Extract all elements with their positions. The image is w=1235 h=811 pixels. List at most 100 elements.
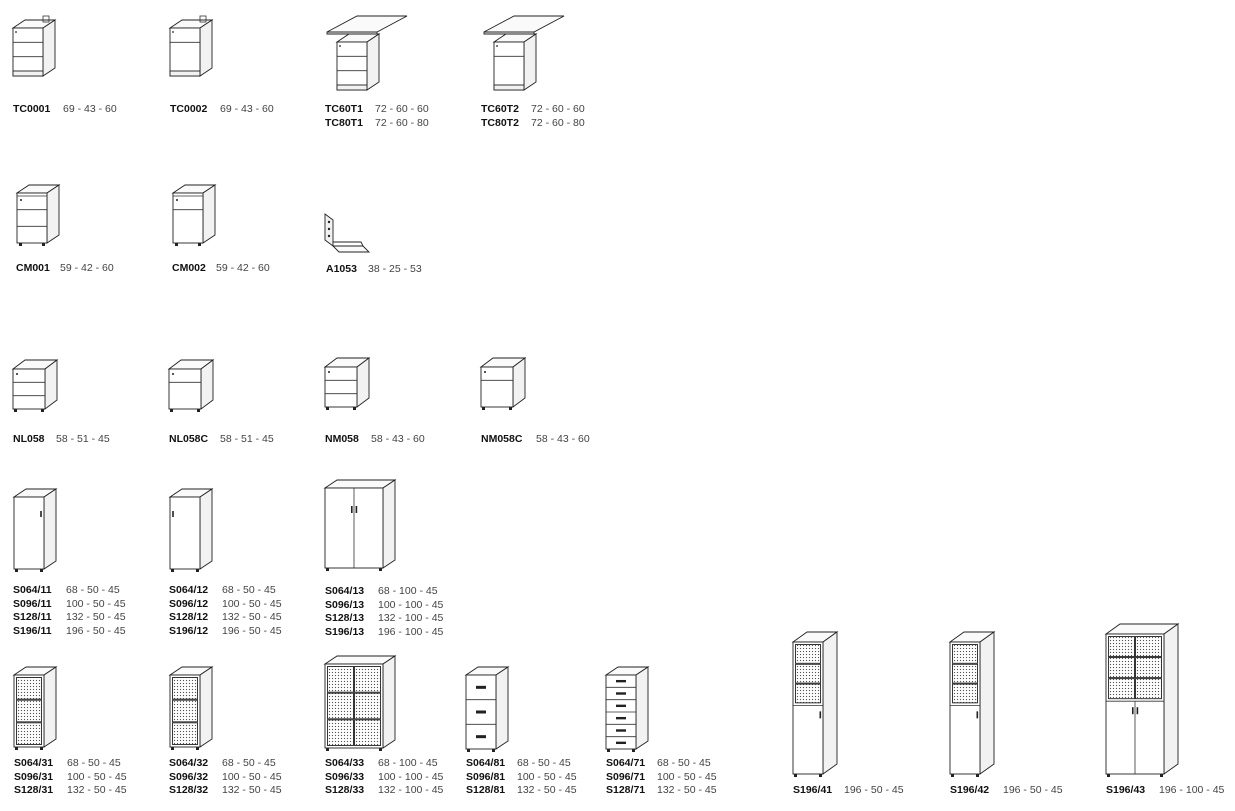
product-dimensions: 132 - 50 - 45: [517, 784, 577, 797]
product-illustration-s064-32: [168, 666, 240, 759]
drawing: [11, 359, 59, 412]
plinth: [12, 70, 44, 77]
foot: [326, 748, 329, 751]
glass-panel: [172, 722, 198, 745]
glass-panel: [172, 699, 198, 723]
product-dimensions: 100 - 100 - 45: [378, 770, 444, 783]
glass-panel: [795, 683, 821, 704]
product-dimensions: 59 - 42 - 60: [216, 262, 270, 274]
lock-dot: [328, 371, 330, 373]
drawer-handle: [616, 741, 626, 745]
glass-panel: [1108, 657, 1135, 679]
product-code: NL058C: [169, 433, 209, 445]
box-front: [13, 496, 45, 570]
foot: [196, 747, 199, 750]
product-illustration-nm058: [323, 357, 399, 426]
product-illustration-s064-31: [12, 666, 84, 759]
product-illustration-nl058: [11, 359, 87, 426]
product-illustration-nm058c: [479, 357, 555, 426]
box-front: [324, 366, 358, 408]
drawer-handle: [616, 716, 626, 720]
wheel: [42, 243, 45, 246]
box-side: [523, 33, 537, 91]
box-side: [495, 666, 509, 750]
product-dimensions: 58 - 43 - 60: [371, 433, 425, 445]
foot: [41, 409, 44, 412]
product-dimensions: 196 - 50 - 45: [1003, 784, 1063, 796]
product-code: NM058C: [481, 433, 523, 445]
glass-panel: [795, 663, 821, 684]
door-handle: [355, 506, 358, 513]
product-dimensions: 68 - 100 - 45: [378, 757, 438, 769]
box-front: [16, 192, 48, 244]
door-handle: [351, 506, 353, 513]
foot: [1160, 774, 1163, 777]
box-side: [43, 488, 57, 570]
drawing: [323, 479, 397, 571]
product-code: A1053: [326, 263, 357, 275]
box-side: [202, 184, 216, 244]
foot: [171, 569, 174, 572]
product-code: S128/13: [325, 612, 365, 625]
product-dimensions: 58 - 43 - 60: [536, 433, 590, 445]
product-code: TC80T1: [325, 116, 363, 129]
box-front: [169, 496, 201, 570]
drawing: [168, 666, 214, 750]
product-dimensions: 68 - 50 - 45: [66, 584, 120, 596]
label-row: S128/31 132 - 50 - 45: [14, 784, 127, 798]
foot: [40, 747, 43, 750]
product-code: S128/31: [14, 784, 54, 797]
foot: [15, 569, 18, 572]
product-dimensions: 132 - 50 - 45: [67, 784, 127, 797]
bracket-hole: [327, 220, 331, 224]
product-code: S196/11: [13, 624, 52, 637]
label-row: S096/33 100 - 100 - 45: [325, 771, 443, 785]
drawing: [1104, 623, 1180, 777]
drawing: [479, 357, 527, 410]
box-front: [12, 27, 44, 77]
product-code: S096/13: [325, 598, 365, 611]
product-code: S196/42: [950, 784, 990, 796]
wheel: [19, 243, 22, 246]
product-code: S196/41: [793, 784, 833, 796]
drawer-handle: [616, 679, 626, 683]
box-front: [169, 27, 201, 77]
product-illustration-s064-13: [323, 479, 427, 580]
bracket-hole: [327, 227, 331, 231]
door-handle: [1136, 707, 1139, 715]
glass-panel: [1108, 678, 1135, 700]
glass-panel: [952, 663, 978, 684]
product-illustration-cm001: [15, 184, 89, 253]
foot: [15, 747, 18, 750]
product-code: S096/32: [169, 770, 209, 783]
product-illustration-tc60t1: [326, 15, 409, 94]
glass-panel: [16, 699, 42, 723]
product-dimensions: 196 - 100 - 45: [378, 625, 444, 638]
product-code: S096/33: [325, 770, 365, 783]
glass-panel: [172, 677, 198, 700]
product-dimensions: 68 - 50 - 45: [517, 757, 571, 769]
product-dimensions: 132 - 50 - 45: [657, 784, 717, 797]
product-code: S064/31: [14, 757, 54, 769]
glass-panel: [1135, 636, 1162, 658]
product-code: TC0002: [170, 103, 208, 115]
product-dimensions: 100 - 50 - 45: [222, 770, 282, 783]
bracket-hole: [327, 234, 331, 238]
